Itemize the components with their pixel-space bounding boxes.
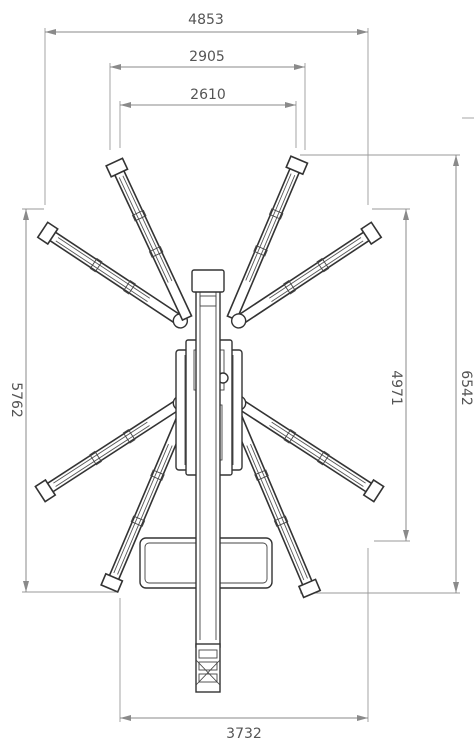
boom (191, 269, 225, 693)
jib-attachment (195, 643, 221, 693)
dim-bottom-width: 3732 (226, 726, 262, 742)
dimension-lines (22, 28, 474, 722)
dim-top-overall: 4853 (188, 12, 224, 28)
outrigger-leg-upper-left-outer (36, 221, 189, 329)
outrigger-legs (34, 155, 385, 599)
dimension-labels: 4853 2905 2610 5762 4971 6542 3732 (8, 12, 474, 742)
outrigger-leg-upper-left-inner (105, 157, 193, 322)
outrigger-leg-lower-right-inner (227, 404, 322, 599)
dim-right-inner-height: 4971 (388, 370, 404, 406)
dim-left-height: 5762 (8, 382, 24, 418)
dim-top-middle: 2905 (189, 49, 225, 65)
dim-top-inner: 2610 (190, 87, 226, 103)
boom-head (191, 269, 225, 293)
dim-right-outer-height: 6542 (458, 370, 474, 406)
outrigger-leg-upper-right-outer (230, 221, 383, 329)
